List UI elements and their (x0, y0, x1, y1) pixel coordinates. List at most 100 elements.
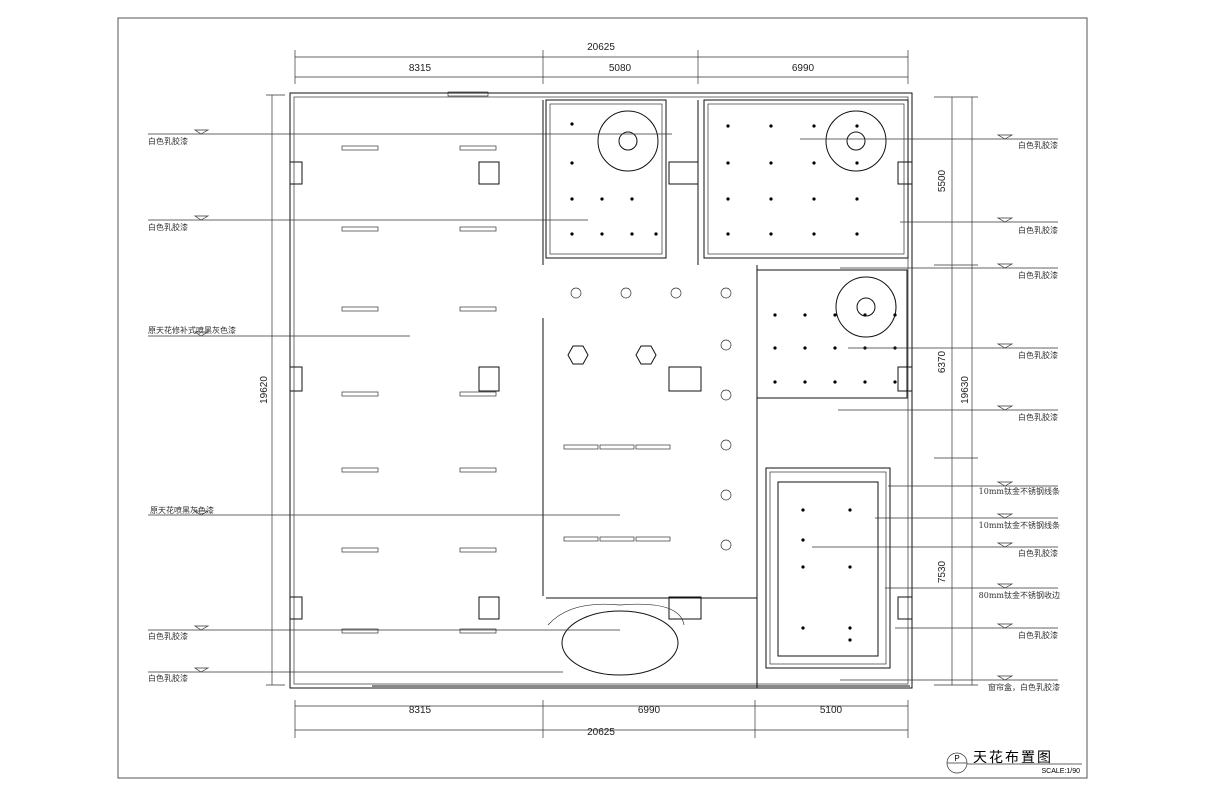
leader-lines (148, 129, 1058, 681)
label-right-2: 白色乳胶漆 (1018, 225, 1058, 235)
linear-light (459, 628, 497, 634)
star-light (670, 287, 682, 299)
outer-wall (289, 92, 913, 689)
linear-light (341, 145, 379, 151)
downlight (855, 197, 859, 201)
downlight (630, 232, 634, 236)
star-light (720, 389, 732, 401)
level-marker (996, 513, 1014, 519)
downlight (769, 232, 773, 236)
column (478, 161, 500, 185)
downlight (812, 232, 816, 236)
star-light (720, 339, 732, 351)
column (478, 596, 500, 620)
level-marker (996, 481, 1014, 487)
linear-light (341, 391, 379, 397)
column (668, 366, 702, 392)
linear-light (459, 467, 497, 473)
level-marker (996, 623, 1014, 629)
level-marker (996, 263, 1014, 269)
label-right-3: 白色乳胶漆 (1018, 270, 1058, 280)
dim-right-2: 6370 (937, 350, 948, 373)
linear-light (563, 536, 599, 542)
linear-light (459, 306, 497, 312)
label-right-8: 白色乳胶漆 (1018, 548, 1058, 558)
downlight (833, 380, 837, 384)
level-marker (996, 675, 1014, 681)
label-right-6: 10mm钛金不锈钢线条 (979, 486, 1060, 496)
label-left-3: 原天花修补式喷黑灰色漆 (148, 325, 236, 335)
dim-top-2: 5080 (609, 63, 632, 74)
level-marker (996, 343, 1014, 349)
downlight (726, 124, 730, 128)
round-ceiling (835, 276, 897, 338)
linear-light (341, 547, 379, 553)
dim-left-total: 19620 (259, 376, 270, 404)
drawing-title: 天花布置图 (973, 750, 1053, 766)
downlight (726, 232, 730, 236)
downlight (801, 626, 805, 630)
downlight (801, 538, 805, 542)
star-light (720, 489, 732, 501)
downlight (833, 346, 837, 350)
level-marker (193, 510, 210, 516)
downlight (630, 197, 634, 201)
downlight (855, 124, 859, 128)
downlight (773, 346, 777, 350)
room-ceiling (756, 269, 908, 399)
linear-light (459, 547, 497, 553)
downlight (848, 638, 852, 642)
label-left-4: 原天花喷黑灰色漆 (150, 505, 214, 515)
downlight (600, 197, 604, 201)
column (897, 366, 913, 392)
label-right-11: 窗帘盒，白色乳胶漆 (988, 682, 1060, 692)
pendant-light (846, 131, 866, 151)
label-left-5: 白色乳胶漆 (148, 631, 188, 641)
room-ceiling (545, 99, 667, 259)
downlight (848, 508, 852, 512)
rect (549, 103, 663, 255)
round-ceiling (597, 110, 659, 172)
drawing-scale: SCALE:1/90 (1041, 768, 1080, 775)
label-right-4: 白色乳胶漆 (1018, 350, 1058, 360)
downlight (769, 124, 773, 128)
downlight (848, 626, 852, 630)
dim-top-3: 6990 (792, 63, 815, 74)
dim-top-total: 20625 (587, 42, 615, 53)
downlight (801, 508, 805, 512)
downlight (855, 232, 859, 236)
dim-bottom-total: 20625 (587, 727, 615, 738)
star-light (720, 539, 732, 551)
rect (777, 481, 879, 657)
downlight (570, 122, 574, 126)
round-ceiling (825, 110, 887, 172)
downlight (855, 161, 859, 165)
column (289, 161, 303, 185)
hexagon-light (635, 345, 657, 365)
level-marker (996, 134, 1014, 140)
column (897, 161, 913, 185)
level-marker (996, 542, 1014, 548)
downlight (812, 124, 816, 128)
linear-light (635, 444, 671, 450)
dim-right-total: 19630 (960, 376, 971, 404)
downlight (769, 197, 773, 201)
drawing-symbol: P (954, 754, 959, 763)
linear-light (341, 226, 379, 232)
downlight (848, 565, 852, 569)
title-block: P 天花布置图 SCALE:1/90 (946, 750, 1082, 775)
label-right-9: 80mm钛金不锈钢收边 (979, 590, 1060, 600)
star-light (620, 287, 632, 299)
column (668, 596, 702, 620)
downlight (803, 313, 807, 317)
downlight (803, 346, 807, 350)
column (289, 596, 303, 620)
downlight (654, 232, 658, 236)
rect (707, 103, 905, 255)
label-right-10: 白色乳胶漆 (1018, 630, 1058, 640)
star-light (570, 287, 582, 299)
linear-light (341, 306, 379, 312)
floor-plan-geometry (266, 50, 978, 738)
dim-bottom-2: 6990 (638, 705, 661, 716)
downlight (803, 380, 807, 384)
